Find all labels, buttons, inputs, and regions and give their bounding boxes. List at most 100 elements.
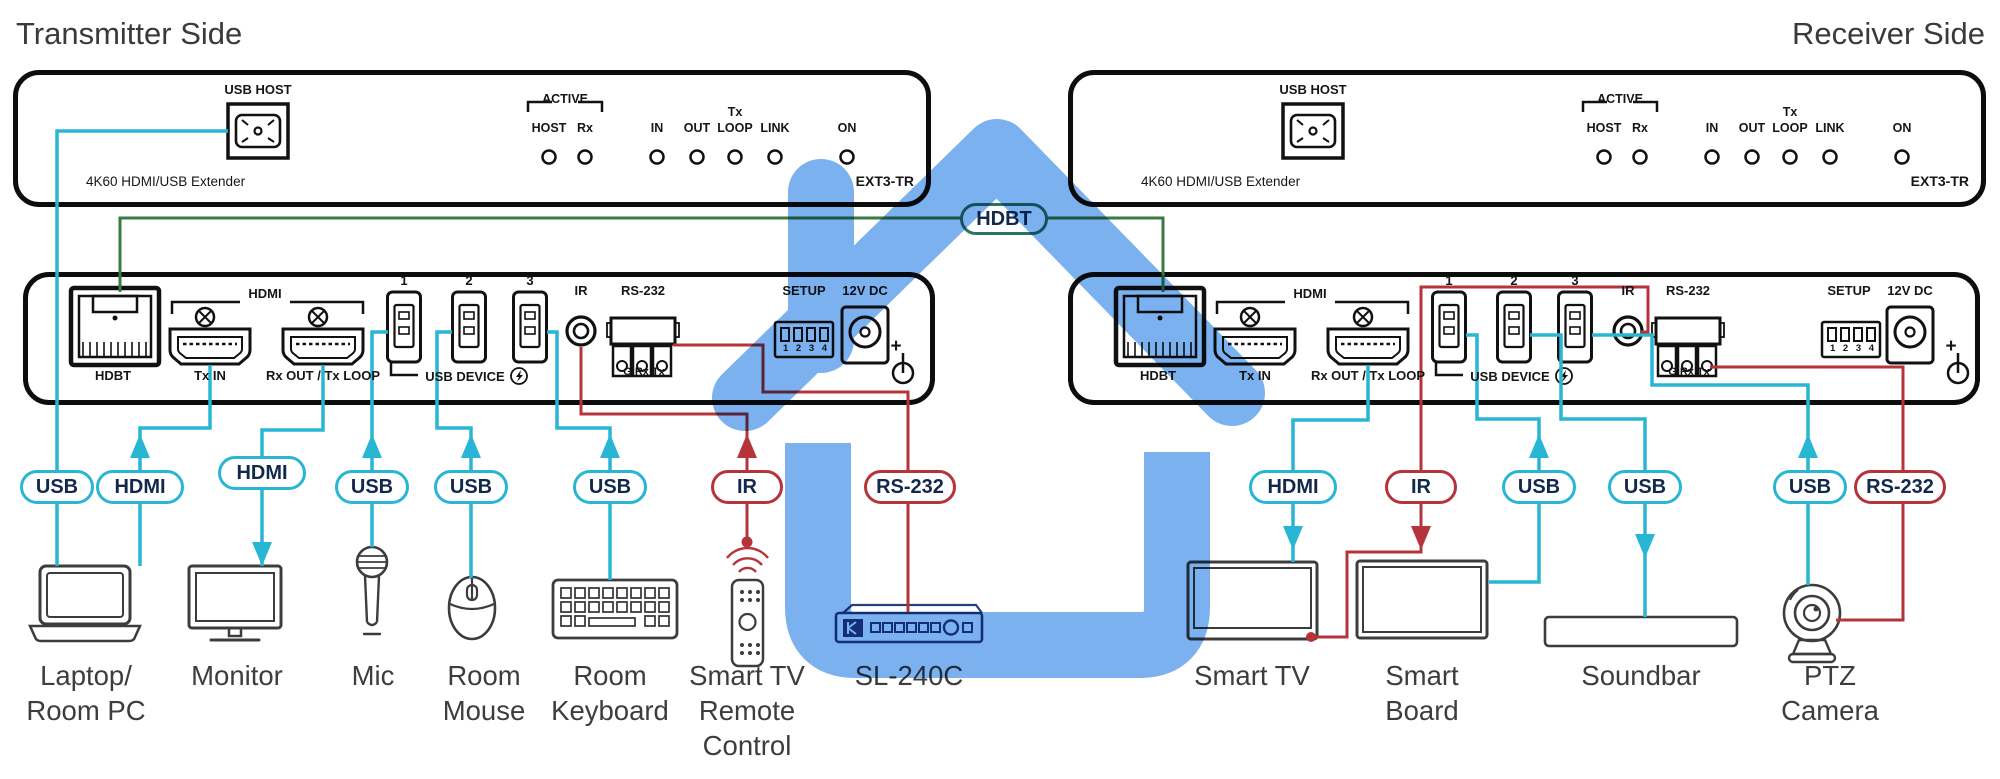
- rx-usb-host-label: USB HOST: [1279, 82, 1347, 97]
- tx-rs232-pins-label: G Rx Tx: [623, 366, 665, 378]
- oval-usb-board: USB: [1502, 470, 1576, 504]
- rx-power-plus: +: [1945, 336, 1957, 357]
- tx-power-label: 12V DC: [842, 283, 888, 298]
- rx-led-rx: Rx: [1632, 121, 1648, 135]
- smart-board-icon: [1355, 559, 1489, 640]
- tv-ir-emitter-dot: [1306, 632, 1316, 642]
- rx-led-on: ON: [1892, 121, 1912, 135]
- monitor-icon: [187, 564, 283, 642]
- rx-rs232-label: RS-232: [1665, 283, 1711, 298]
- tx-usb-host-label: USB HOST: [224, 82, 292, 97]
- monitor-hdmi-cable: [260, 365, 325, 566]
- tx-usb1-number: 1: [400, 273, 408, 288]
- rx-rs232-pins-label: G Rx Tx: [1668, 366, 1710, 378]
- transmitter-side-title: Transmitter Side: [16, 16, 243, 51]
- oval-hdbt-link: HDBT: [960, 203, 1048, 235]
- tx-led-loop: LOOP: [717, 121, 753, 135]
- rx-model-name: EXT3-TR: [1910, 173, 1969, 189]
- rx-usb-device-ports: [1431, 290, 1593, 385]
- tx-hdmi-bracket: [170, 300, 365, 314]
- monitor-label: Monitor: [191, 660, 283, 691]
- oval-ir-tv: IR: [1385, 470, 1457, 504]
- laptop-label: Laptop/Room PC: [26, 660, 146, 726]
- mic-label: Mic: [351, 660, 395, 691]
- tx-led-tx: Tx: [727, 105, 743, 119]
- tx-led-link: LINK: [760, 121, 790, 135]
- tx-dip-numbers: 1 2 3 4: [782, 343, 828, 354]
- oval-rs232-sl240c: RS-232: [864, 470, 956, 504]
- rx-led-loop: LOOP: [1772, 121, 1808, 135]
- laptop-hdmi-cable: [138, 365, 212, 566]
- rx-hdmi-in-label: Tx IN: [1239, 368, 1271, 383]
- rx-led-link: LINK: [1815, 121, 1845, 135]
- smart-board-usb-cable: [1466, 333, 1541, 584]
- tx-led-host: HOST: [531, 121, 567, 135]
- rx-setup-label: SETUP: [1827, 283, 1871, 298]
- tx-hdbt-label: HDBT: [94, 368, 132, 383]
- oval-usb-mic: USB: [335, 470, 409, 504]
- remote-control-icon: [730, 578, 765, 668]
- tx-led-on: ON: [837, 121, 857, 135]
- oval-rs232-ptz: RS-232: [1854, 470, 1946, 504]
- rx-usb-device-label: USB DEVICE: [1470, 369, 1550, 384]
- oval-usb-keyboard: USB: [573, 470, 647, 504]
- tx-usb3-number: 3: [526, 273, 534, 288]
- soundbar-label: Soundbar: [1581, 660, 1701, 691]
- rx-usb2-number: 2: [1510, 273, 1518, 288]
- tx-power-plus: +: [890, 336, 902, 357]
- oval-hdmi-laptop: HDMI: [96, 470, 184, 504]
- keyboard-usb-cable: [547, 330, 612, 580]
- smart-tv-hdmi-cable: [1291, 365, 1370, 562]
- red-arrows: [737, 434, 1431, 550]
- oval-usb-ptz: USB: [1773, 470, 1847, 504]
- rx-active-label: ACTIVE: [1597, 92, 1643, 106]
- soundbar-icon: [1543, 615, 1739, 648]
- oval-usb-laptop: USB: [20, 470, 94, 504]
- keyboard-icon: [551, 578, 679, 640]
- mic-usb-cable: [370, 330, 388, 547]
- rx-dip-numbers: 1 2 3 4: [1829, 343, 1875, 354]
- ir-waves-icon: [726, 546, 769, 573]
- rx-led-in: IN: [1705, 121, 1719, 135]
- tx-model-name: EXT3-TR: [855, 173, 914, 189]
- tx-led-out: OUT: [683, 121, 711, 135]
- tx-usb-device-label: USB DEVICE: [425, 369, 505, 384]
- tx-rs232-label: RS-232: [620, 283, 666, 298]
- smart-tv-label: Smart TV: [1194, 660, 1310, 691]
- cyan-arrows: [130, 434, 1818, 566]
- oval-hdmi-monitor: HDMI: [218, 456, 306, 490]
- tx-led-in: IN: [650, 121, 664, 135]
- tx-front-leds: [526, 100, 855, 165]
- rx-power-label: 12V DC: [1887, 283, 1933, 298]
- rx-ir-cable: [1316, 285, 1650, 639]
- ir-emitter-dot: [741, 536, 753, 548]
- tx-hdmi-in-label: Tx IN: [194, 368, 226, 383]
- rx-hdbt-label: HDBT: [1139, 368, 1177, 383]
- laptop-icon: [28, 564, 142, 643]
- usb-host-to-laptop-cable: [55, 129, 228, 566]
- tx-active-label: ACTIVE: [542, 92, 588, 106]
- oval-ir-remote: IR: [711, 470, 783, 504]
- tx-ir-label: IR: [574, 283, 588, 298]
- oval-usb-mouse: USB: [434, 470, 508, 504]
- tx-hdmi-group-label: HDMI: [248, 286, 282, 301]
- sl240c-label: SL-240C: [854, 660, 964, 691]
- tx-product-name: 4K60 HDMI/USB Extender: [86, 174, 246, 189]
- oval-hdmi-tv: HDMI: [1249, 470, 1337, 504]
- tx-setup-label: SETUP: [782, 283, 826, 298]
- rx-hdmi-out-label: Rx OUT / Tx LOOP: [1310, 368, 1426, 383]
- rx-led-out: OUT: [1738, 121, 1766, 135]
- tx-usb2-number: 2: [465, 273, 473, 288]
- rx-usb1-number: 1: [1445, 273, 1453, 288]
- rx-product-name: 4K60 HDMI/USB Extender: [1141, 174, 1301, 189]
- rx-led-tx: Tx: [1782, 105, 1798, 119]
- ptz-camera-icon: [1782, 583, 1842, 664]
- rx-led-host: HOST: [1586, 121, 1622, 135]
- receiver-side-title: Receiver Side: [1792, 16, 1985, 51]
- rx-hdmi-group-label: HDMI: [1293, 286, 1327, 301]
